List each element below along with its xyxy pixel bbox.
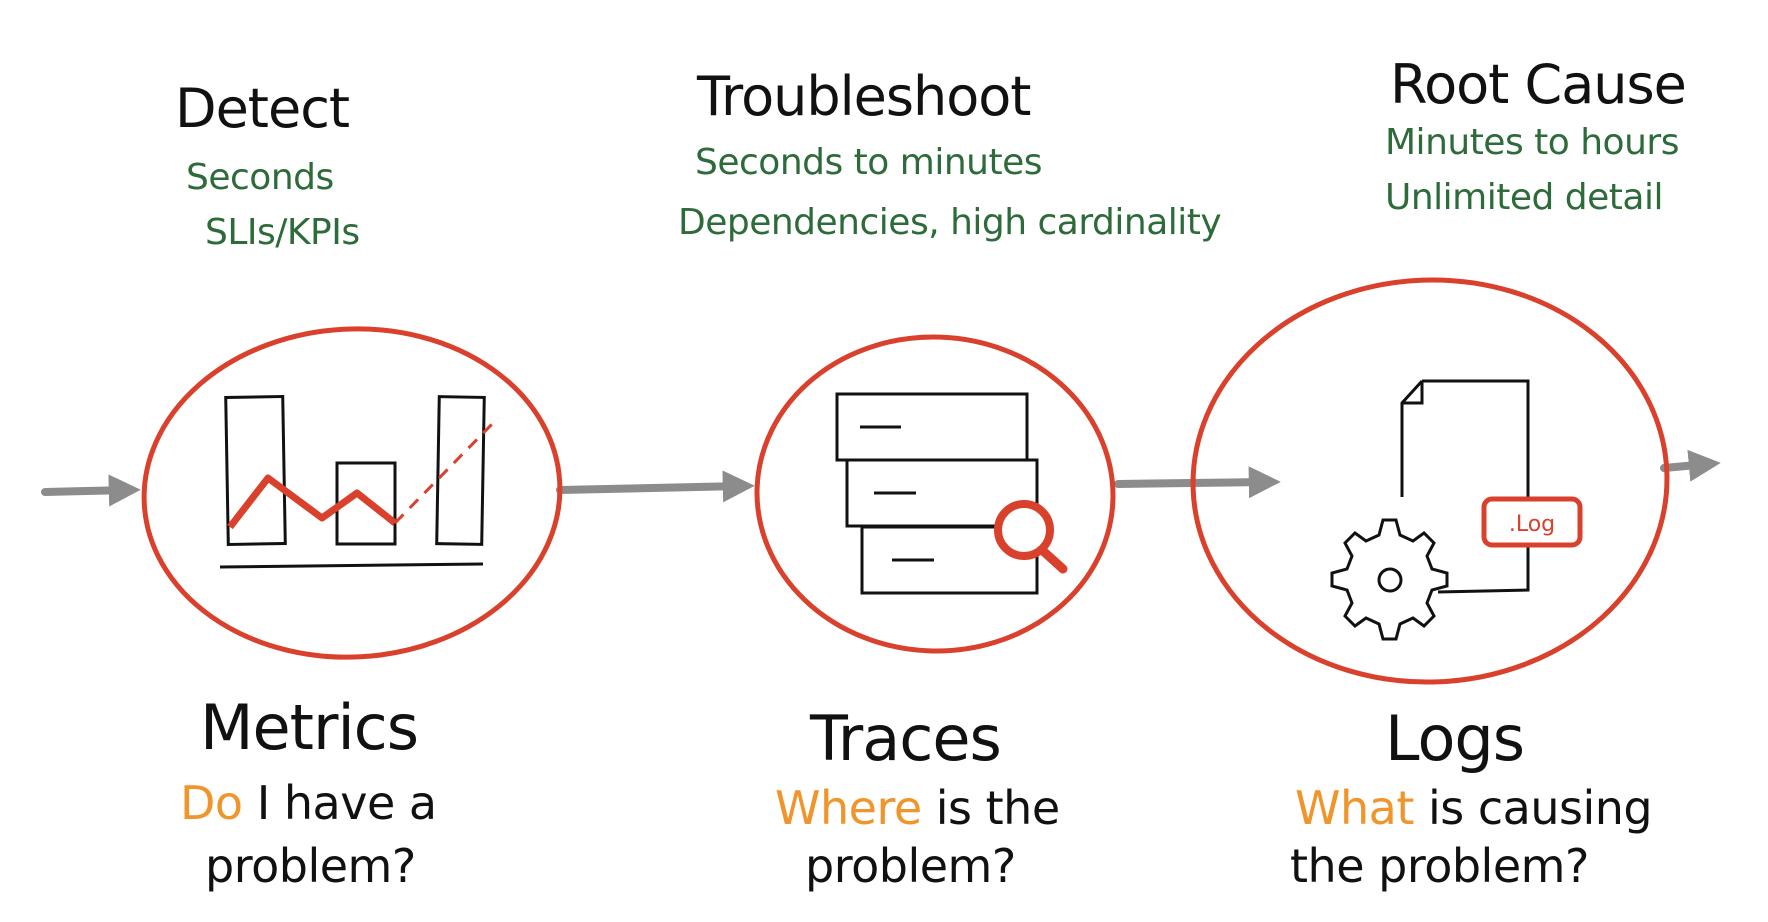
phase-title-root-cause: Root Cause [1390, 53, 1687, 116]
flow-arrow-out [1660, 449, 1721, 482]
traces-pillar-circle [754, 334, 1116, 654]
phase-detail-troubleshoot-speed: Seconds to minutes [695, 142, 1043, 183]
flow-arrow-metrics-to-traces [556, 470, 755, 503]
question-highlight-metrics: Do [180, 776, 243, 830]
pillar-title-traces: Traces [810, 702, 1002, 775]
logs-pillar-circle [1190, 277, 1670, 685]
phase-detail-root-cause-signals: Unlimited detail [1385, 177, 1663, 218]
pillar-question-traces: Where is the [775, 785, 1060, 831]
question-highlight-traces: Where [775, 781, 922, 835]
pillar-question-logs: What is causing [1295, 785, 1653, 831]
log-badge [1481, 496, 1583, 548]
metrics-pillar-circle [141, 326, 563, 660]
flow-arrow-in [41, 474, 141, 507]
pillar-title-metrics: Metrics [200, 691, 419, 764]
question-line1-traces: is the [921, 781, 1060, 835]
phase-title-detect: Detect [175, 77, 350, 140]
pillar-question-logs-line2: the problem? [1290, 839, 1589, 893]
question-line1-metrics: I have a [242, 776, 437, 830]
bar-chart-icon [219, 394, 500, 569]
phase-detail-detect-speed: Seconds [186, 157, 334, 198]
pillar-question-traces-line2: problem? [805, 839, 1016, 893]
phase-detail-root-cause-speed: Minutes to hours [1385, 122, 1679, 163]
phase-detail-detect-signals: SLIs/KPIs [205, 212, 360, 253]
log-badge-label: .Log [1509, 512, 1555, 537]
question-highlight-logs: What [1295, 781, 1414, 835]
gear-icon [1330, 518, 1449, 641]
trace-search-icon [835, 392, 1068, 595]
pillar-question-metrics: Do I have a [180, 780, 437, 826]
phase-title-troubleshoot: Troubleshoot [697, 65, 1031, 128]
phase-detail-troubleshoot-signals: Dependencies, high cardinality [678, 202, 1222, 243]
question-line1-logs: is causing [1413, 781, 1653, 835]
pillar-title-logs: Logs [1385, 702, 1525, 775]
pillar-question-metrics-line2: problem? [205, 839, 416, 893]
log-file-icon: .Log [1330, 379, 1583, 641]
